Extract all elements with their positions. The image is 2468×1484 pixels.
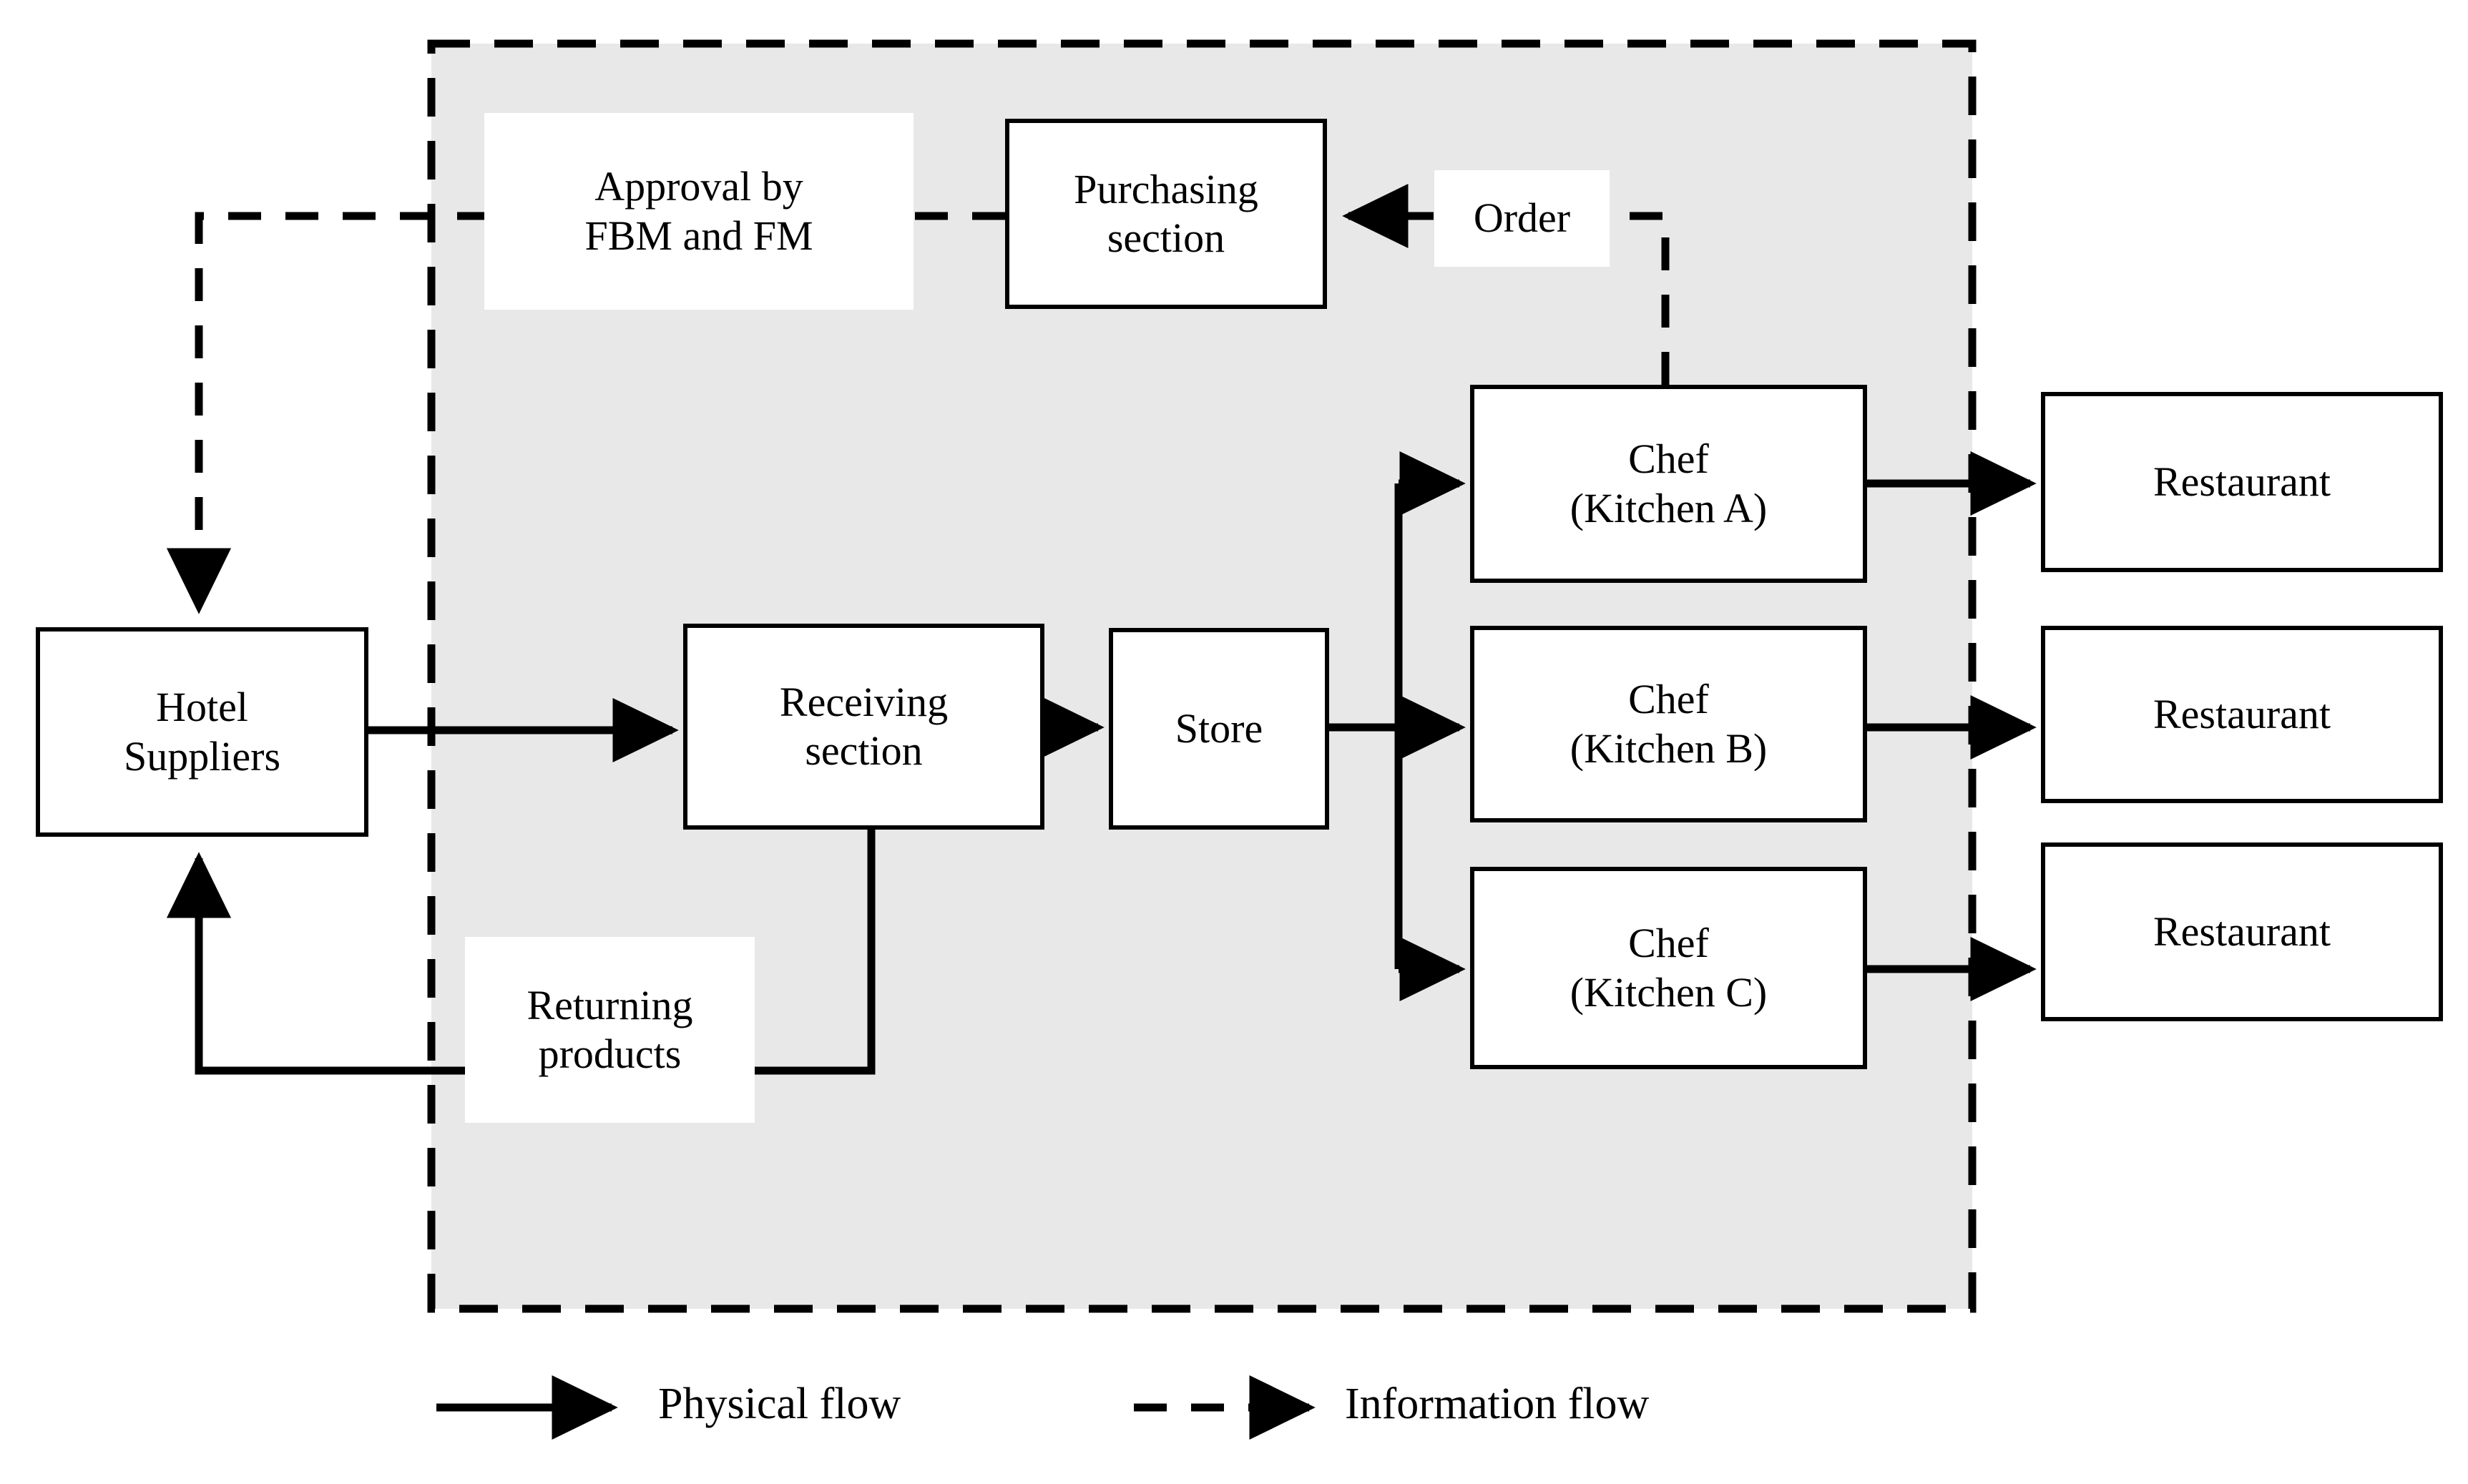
- node-receiving-section[interactable]: Receiving section: [683, 624, 1044, 830]
- node-purchasing-section[interactable]: Purchasing section: [1005, 119, 1327, 309]
- edge-label-order: Order: [1434, 170, 1610, 267]
- flow-approval-to-suppliers: [166, 212, 1005, 614]
- node-restaurant-c[interactable]: Restaurant: [2041, 842, 2443, 1021]
- node-chef-kitchen-a[interactable]: Chef (Kitchen A): [1470, 385, 1867, 583]
- edge-label-returning-products: Returning products: [465, 937, 755, 1123]
- node-restaurant-a[interactable]: Restaurant: [2041, 392, 2443, 572]
- legend-physical-flow-label: Physical flow: [658, 1380, 901, 1428]
- node-chef-kitchen-b[interactable]: Chef (Kitchen B): [1470, 626, 1867, 822]
- legend-information-flow-label: Information flow: [1345, 1380, 1650, 1428]
- node-restaurant-b[interactable]: Restaurant: [2041, 626, 2443, 803]
- edge-label-approval-by-fbm-and-fm: Approval by FBM and FM: [484, 113, 914, 310]
- node-hotel-suppliers[interactable]: Hotel Suppliers: [36, 627, 368, 837]
- node-store[interactable]: Store: [1109, 628, 1329, 830]
- node-chef-kitchen-c[interactable]: Chef (Kitchen C): [1470, 867, 1867, 1069]
